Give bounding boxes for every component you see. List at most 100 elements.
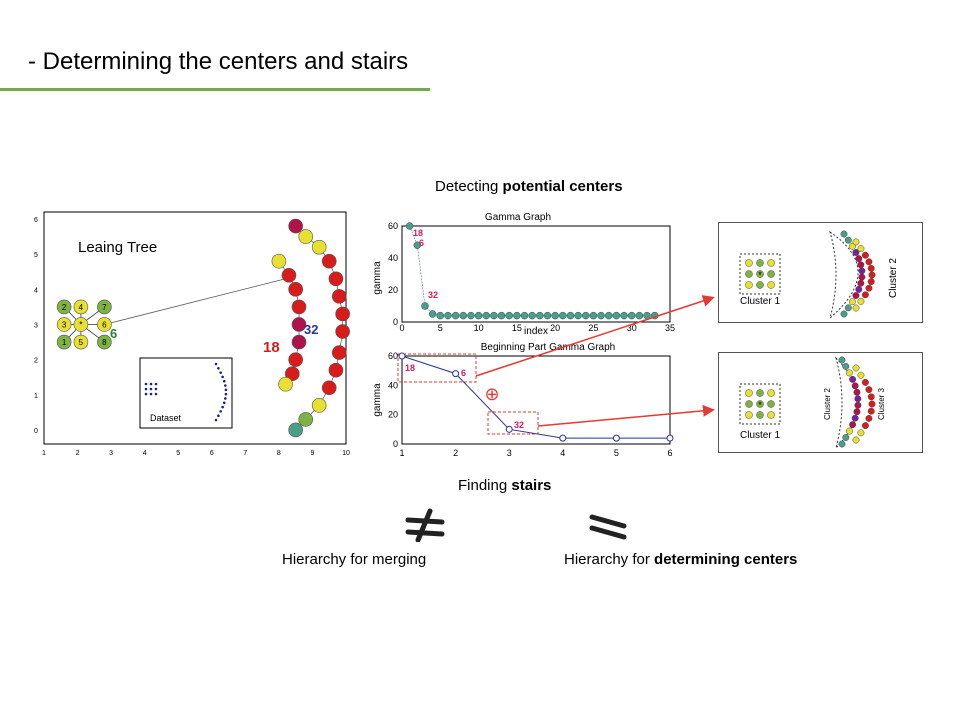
tree-x-tick: 2 [76,450,80,457]
cluster-2-points [840,230,876,318]
cluster-point [756,270,764,278]
tree-x-tick: 1 [42,450,46,457]
tree-x-tick: 3 [109,450,113,457]
gamma-point [543,311,552,320]
gamma-x-tick: 5 [438,323,443,333]
gamma-annot-32: 32 [428,290,438,300]
begin-y-tick: 20 [388,410,398,420]
cluster-point [851,414,859,422]
cluster-point [745,259,753,267]
inset-dot [214,418,218,422]
gamma-point [604,311,613,320]
gamma-point [428,310,437,318]
cluster-point [861,378,869,386]
gamma-x-tick: 15 [512,323,522,333]
cluster-point [745,281,753,289]
tree-node [311,398,327,413]
label-6: 6 [110,326,117,341]
cluster-point [849,375,857,383]
gamma-point [459,311,468,320]
tree-node [288,352,303,367]
panel2-cluster1-label: Cluster 1 [740,430,780,441]
gamma-point [505,311,513,320]
cluster-point [857,371,865,379]
inset-dot [154,387,158,391]
gamma-point [421,302,429,310]
gamma-y-tick: 20 [388,285,398,295]
gamma-point [627,311,636,320]
tree-y-tick: 5 [34,252,38,259]
tree-node-label: 3 [62,320,67,329]
gamma-point [513,311,521,320]
gamma-x-tick: 30 [627,323,637,333]
begin-annot-6: 6 [461,368,466,378]
tree-node [288,218,303,234]
cluster-point [838,356,846,364]
cluster-point [853,388,861,396]
gamma-y-tick: 40 [388,253,398,263]
begin-x-tick: 4 [560,448,565,458]
gamma-x-tick: 0 [399,323,404,333]
beginning-graph-title: Beginning Part Gamma Graph [481,342,616,353]
dataset-inset-points [144,362,228,422]
gamma-point [451,311,460,320]
cluster-2-3-points [838,356,876,448]
centers-prefix: Hierarchy for [564,551,655,568]
inset-dot [224,392,228,396]
begin-point [666,434,674,442]
gamma-x-tick: 10 [474,323,484,333]
cluster-point [852,364,860,372]
inset-dot [217,367,220,370]
cluster-center-star: * [758,270,762,280]
centers-caption: Hierarchy for determining centers [564,551,797,568]
gamma-point [482,311,490,320]
cluster-point [838,440,846,448]
gamma-point [551,311,559,320]
cluster-point [857,429,865,437]
gamma-graph-ylabel: gamma [372,261,383,295]
gamma-point [559,311,567,320]
cluster-point [767,411,775,419]
gamma-point [444,311,452,320]
cluster-point [861,291,869,299]
tree-node [97,317,112,332]
cluster-1-box-2 [739,383,781,425]
merging-caption: Hierarchy for merging [282,551,427,568]
tree-node [321,253,337,269]
cluster-point [767,400,775,408]
inset-dot [144,392,148,396]
begin-point [452,370,460,378]
cluster-point [857,245,865,253]
cluster-point [852,249,860,256]
inset-dot [144,387,148,391]
begin-x-tick: 1 [399,448,404,458]
inset-dot [149,392,153,396]
gamma-point [528,311,536,320]
tree-node [97,299,112,315]
tree-node [331,289,347,304]
cluster-point [857,297,865,305]
begin-y-tick: 0 [393,439,398,449]
begin-x-tick: 2 [453,448,458,458]
tree-node [97,334,112,350]
cluster-point [767,270,775,278]
begin-annot-32: 32 [514,420,524,430]
tree-node [73,317,89,332]
cluster-point [867,264,875,272]
cluster-point [858,273,866,281]
cluster-point [855,285,863,293]
inset-dot [214,362,218,366]
tree-node [335,306,350,322]
tree-node [335,324,350,339]
gamma-annot-18: 18 [413,228,423,238]
gamma-point [566,311,575,320]
cluster-point [852,292,860,299]
tree-node-label: 7 [102,303,107,312]
gamma-point [413,241,422,249]
cluster-point [767,389,775,397]
inset-dot [219,371,222,374]
dataset-label: Dataset [150,413,182,423]
